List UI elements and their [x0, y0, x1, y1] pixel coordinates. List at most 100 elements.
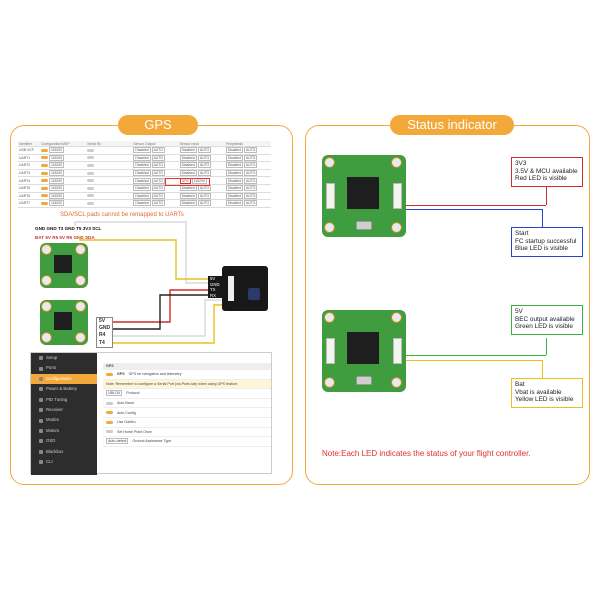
sidebar-item-cli[interactable]: CLI: [31, 457, 97, 467]
telemetry-select[interactable]: Disabled: [133, 147, 151, 154]
led-yellow-line1: Bat: [515, 381, 525, 388]
telemetry-select[interactable]: Disabled: [133, 185, 151, 192]
sidebar-item-pid-tuning[interactable]: PID Tuning: [31, 395, 97, 405]
telemetry-baud[interactable]: AUTO: [151, 200, 165, 207]
ground-assistance-select[interactable]: Auto-detect: [106, 438, 129, 445]
sensor-select[interactable]: Disabled: [179, 154, 197, 161]
cable-label-t4: T4: [99, 339, 105, 346]
peripheral-select[interactable]: Disabled: [225, 192, 244, 199]
telemetry-baud[interactable]: AUTO: [151, 147, 165, 154]
sensor-baud[interactable]: AUTO: [197, 192, 212, 199]
sidebar-item-modes[interactable]: Modes: [31, 415, 97, 425]
telemetry-baud[interactable]: AUTO: [151, 192, 165, 199]
auto-baud-label: Auto Baud: [117, 401, 134, 406]
sidebar-item-configuration[interactable]: Configuration: [31, 373, 97, 385]
msp-baud[interactable]: 115200: [49, 162, 65, 169]
sensor-baud[interactable]: AUTO: [197, 170, 212, 177]
serial-rx-toggle[interactable]: [87, 148, 95, 152]
led-green-line1: 5V: [515, 308, 523, 315]
sensor-baud[interactable]: AUTO: [197, 162, 212, 169]
gps-feature-toggle[interactable]: [106, 372, 113, 376]
msp-toggle[interactable]: [41, 148, 48, 152]
telemetry-select[interactable]: Disabled: [133, 192, 151, 199]
serial-rx-toggle[interactable]: [87, 201, 95, 205]
msp-baud[interactable]: 115200: [49, 154, 65, 161]
peripheral-select[interactable]: Disabled: [225, 147, 244, 154]
msp-baud[interactable]: 115200: [49, 200, 65, 207]
sensor-select[interactable]: Disabled: [179, 162, 197, 169]
sensor-select[interactable]: Disabled: [179, 147, 197, 154]
msp-toggle[interactable]: [41, 194, 48, 198]
wire-white-2: [108, 299, 222, 337]
telemetry-baud[interactable]: AUTO: [151, 177, 165, 184]
peripheral-select[interactable]: Disabled: [225, 200, 244, 207]
msp-toggle[interactable]: [41, 186, 48, 190]
telemetry-baud[interactable]: AUTO: [151, 170, 165, 177]
sensor-baud[interactable]: AUTO: [197, 147, 212, 154]
peripheral-baud[interactable]: AUTO: [244, 162, 258, 169]
gps-pin-gnd: GND: [210, 281, 220, 287]
use-galileo-toggle[interactable]: [106, 420, 113, 424]
sidebar-item-power-battery[interactable]: Power & Battery: [31, 384, 97, 394]
msp-toggle[interactable]: [41, 201, 48, 205]
msp-baud[interactable]: 115200: [49, 147, 65, 154]
msp-toggle[interactable]: [41, 179, 48, 183]
led-line-red-v: [546, 187, 547, 205]
serial-rx-toggle[interactable]: [87, 163, 95, 167]
sidebar-item-icon: [39, 397, 43, 402]
serial-rx-toggle[interactable]: [87, 179, 95, 183]
peripheral-baud[interactable]: AUTO: [244, 177, 258, 184]
peripheral-baud[interactable]: AUTO: [244, 200, 258, 207]
telemetry-select[interactable]: Disabled: [133, 162, 151, 169]
serial-rx-toggle[interactable]: [87, 171, 95, 175]
peripheral-select[interactable]: Disabled: [225, 154, 244, 161]
sensor-select[interactable]: Disabled: [179, 192, 197, 199]
peripheral-select[interactable]: Disabled: [225, 162, 244, 169]
peripheral-baud[interactable]: AUTO: [244, 147, 258, 154]
peripheral-baud[interactable]: AUTO: [244, 170, 258, 177]
peripheral-baud[interactable]: AUTO: [244, 154, 258, 161]
protocol-select[interactable]: UBLOX: [106, 390, 123, 397]
sidebar-item-setup[interactable]: Setup: [31, 353, 97, 363]
sidebar-item-ports[interactable]: Ports: [31, 363, 97, 373]
sidebar-item-receiver[interactable]: Receiver: [31, 405, 97, 415]
telemetry-select[interactable]: Disabled: [133, 170, 151, 177]
sidebar-item-icon: [39, 408, 43, 413]
msp-baud[interactable]: 115200: [49, 170, 65, 177]
sensor-baud[interactable]: AUTO: [197, 200, 212, 207]
port-id: UART1: [19, 155, 31, 160]
msp-baud[interactable]: 115200: [49, 192, 65, 199]
telemetry-baud[interactable]: AUTO: [151, 162, 165, 169]
msp-toggle[interactable]: [41, 163, 48, 167]
telemetry-select[interactable]: Disabled: [133, 154, 151, 161]
serial-rx-toggle[interactable]: [87, 156, 95, 160]
sensor-select[interactable]: Disabled: [179, 170, 197, 177]
telemetry-select[interactable]: Disabled: [133, 177, 151, 184]
serial-rx-toggle[interactable]: [87, 194, 95, 198]
peripheral-select[interactable]: Disabled: [225, 185, 244, 192]
peripheral-select[interactable]: Disabled: [225, 170, 244, 177]
sidebar-item-blackbox[interactable]: Blackbox: [31, 447, 97, 457]
sidebar-item-icon: [39, 366, 43, 371]
sidebar-item-osd[interactable]: OSD: [31, 436, 97, 446]
wire-yellow-2: [108, 304, 222, 344]
port-id: UART5: [19, 186, 31, 191]
msp-baud[interactable]: 115200: [49, 185, 65, 192]
status-note: Note:Each LED indicates the status of yo…: [322, 449, 531, 458]
peripheral-baud[interactable]: AUTO: [244, 185, 258, 192]
telemetry-baud[interactable]: AUTO: [151, 154, 165, 161]
serial-rx-toggle[interactable]: [87, 186, 95, 190]
msp-toggle[interactable]: [41, 171, 48, 175]
sensor-select[interactable]: Disabled: [179, 200, 197, 207]
msp-baud[interactable]: 115200: [49, 177, 65, 184]
peripheral-baud[interactable]: AUTO: [244, 192, 258, 199]
telemetry-baud[interactable]: AUTO: [151, 185, 165, 192]
sensor-baud[interactable]: AUTO: [197, 154, 212, 161]
auto-baud-toggle[interactable]: [106, 401, 113, 405]
auto-config-toggle[interactable]: [106, 411, 113, 415]
sidebar-item-motors[interactable]: Motors: [31, 426, 97, 436]
home-point-toggle[interactable]: [106, 430, 113, 434]
telemetry-select[interactable]: Disabled: [133, 200, 151, 207]
peripheral-select[interactable]: Disabled: [225, 177, 244, 184]
msp-toggle[interactable]: [41, 156, 48, 160]
